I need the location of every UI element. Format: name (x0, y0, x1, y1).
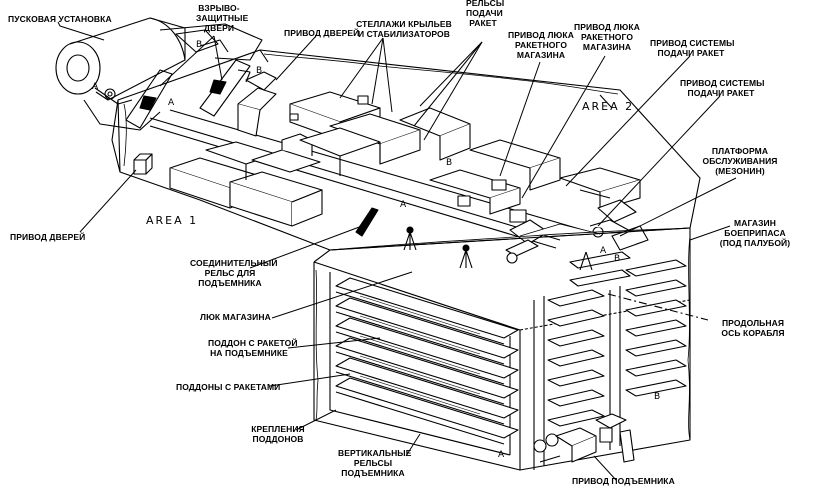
label-hatch-drive-2-line3: МАГАЗИНА (582, 42, 632, 52)
label-connecting-rail-line3: ПОДЪЕМНИКА (198, 278, 262, 288)
label-area-2: AREA 2 (582, 100, 635, 113)
label-centerline: ПРОДОЛЬНАЯ ОСЬ КОРАБЛЯ (718, 318, 788, 338)
label-door-drive-left: ПРИВОД ДВЕРЕЙ (10, 232, 86, 242)
connecting-rail-drawing (355, 207, 379, 237)
label-vertical-rails-line3: ПОДЪЕМНИКА (341, 468, 405, 478)
label-feed-drive-2: ПРИВОД СИСТЕМЫ ПОДАЧИ РАКЕТ (680, 78, 765, 98)
ship-centerline (607, 293, 709, 321)
launcher-drawing (55, 17, 263, 131)
label-blast-doors-line1: ВЗРЫВО- (198, 3, 240, 13)
label-hatch-drive-1: ПРИВОД ЛЮКА РАКЕТНОГО МАГАЗИНА (508, 30, 574, 60)
label-feed-drive-1: ПРИВОД СИСТЕМЫ ПОДАЧИ РАКЕТ (650, 38, 735, 58)
label-hatch-drive-1-line2: РАКЕТНОГО (514, 40, 568, 50)
label-platform: ПЛАТФОРМА ОБСЛУЖИВАНИЯ (МЕЗОНИН) (698, 146, 782, 176)
label-pallet-on-elevator-line1: ПОДДОН С РАКЕТОЙ (208, 338, 298, 348)
label-platform-line1: ПЛАТФОРМА (711, 146, 769, 156)
label-pallet-mounts: КРЕПЛЕНИЯ ПОДДОНОВ (250, 424, 306, 444)
label-launcher: ПУСКОВАЯ УСТАНОВКА (8, 14, 112, 24)
label-pallet-on-elevator: ПОДДОН С РАКЕТОЙ НА ПОДЪЕМНИКЕ (208, 338, 298, 358)
label-blast-doors: ВЗРЫВО- ЗАЩИТНЫЕ ДВЕРИ (196, 3, 249, 33)
label-hatch-drive-2: ПРИВОД ЛЮКА РАКЕТНОГО МАГАЗИНА (574, 22, 640, 52)
label-blast-doors-line3: ДВЕРИ (203, 23, 235, 33)
label-feed-drive-1-line2: ПОДАЧИ РАКЕТ (657, 48, 725, 58)
label-magazine-line3: (ПОД ПАЛУБОЙ) (719, 238, 791, 248)
marker-b-launcher: B (196, 40, 203, 50)
label-vertical-rails: ВЕРТИКАЛЬНЫЕ РЕЛЬСЫ ПОДЪЕМНИКА (338, 448, 412, 478)
magazine-box (313, 227, 691, 471)
label-pallet-mounts-line2: ПОДДОНОВ (252, 434, 304, 444)
label-hatch: ЛЮК МАГАЗИНА (200, 312, 271, 322)
missile-pallets-left (335, 277, 519, 445)
elevator-drive-drawing (533, 413, 635, 463)
label-racks: СТЕЛЛАЖИ КРЫЛЬЕВ И СТАБИЛИЗАТОРОВ (356, 19, 452, 39)
label-vertical-rails-line1: ВЕРТИКАЛЬНЫЕ (338, 448, 412, 458)
hatch-supports (403, 226, 593, 271)
label-pallet-mounts-line1: КРЕПЛЕНИЯ (251, 424, 305, 434)
label-hatch-drive-2-line2: РАКЕТНОГО (580, 32, 634, 42)
label-pallets: ПОДДОНЫ С РАКЕТАМИ (176, 382, 281, 392)
marker-a-deck: A (400, 200, 407, 210)
label-feed-rails-line2: ПОДАЧИ (466, 8, 503, 18)
marker-a-launcher: A (92, 82, 99, 92)
missile-pallets-right (547, 251, 687, 427)
label-blast-doors-line2: ЗАЩИТНЫЕ (196, 13, 249, 23)
label-vertical-rails-line2: РЕЛЬСЫ (353, 458, 393, 468)
label-feed-rails: РЕЛЬСЫ ПОДАЧИ РАКЕТ (466, 0, 505, 28)
label-feed-drive-2-line1: ПРИВОД СИСТЕМЫ (680, 78, 765, 88)
label-hatch-drive-1-line3: МАГАЗИНА (516, 50, 566, 60)
label-feed-rails-line1: РЕЛЬСЫ (466, 0, 505, 8)
area1-equipment (169, 133, 323, 227)
label-platform-line3: (МЕЗОНИН) (715, 166, 765, 176)
label-racks-line2: И СТАБИЛИЗАТОРОВ (357, 29, 451, 39)
upper-equipment (237, 71, 641, 223)
label-centerline-line2: ОСЬ КОРАБЛЯ (721, 328, 785, 338)
marker-b-platform: B (614, 254, 621, 264)
label-area-1: AREA 1 (146, 214, 199, 227)
label-platform-line2: ОБСЛУЖИВАНИЯ (702, 156, 778, 166)
label-connecting-rail-line2: РЕЛЬС ДЛЯ (204, 268, 256, 278)
label-door-drive-top: ПРИВОД ДВЕРЕЙ (284, 28, 360, 38)
label-elevator-drive: ПРИВОД ПОДЪЕМНИКА (572, 476, 675, 486)
label-racks-line1: СТЕЛЛАЖИ КРЫЛЬЕВ (356, 19, 452, 29)
label-magazine: МАГАЗИН БОЕПРИПАСА (ПОД ПАЛУБОЙ) (712, 218, 798, 248)
label-hatch-drive-1-line1: ПРИВОД ЛЮКА (508, 30, 574, 40)
marker-a-door: A (168, 98, 175, 108)
label-feed-drive-2-line2: ПОДАЧИ РАКЕТ (687, 88, 755, 98)
label-hatch-drive-2-line1: ПРИВОД ЛЮКА (574, 22, 640, 32)
label-magazine-line2: БОЕПРИПАСА (724, 228, 786, 238)
leader-lines (57, 21, 737, 481)
label-magazine-line1: МАГАЗИН (734, 218, 776, 228)
label-centerline-line1: ПРОДОЛЬНАЯ (721, 318, 785, 328)
marker-a-magazine: A (498, 450, 505, 460)
marker-a-platform: A (600, 246, 607, 256)
marker-b-deck: B (446, 158, 453, 168)
label-feed-drive-1-line1: ПРИВОД СИСТЕМЫ (650, 38, 735, 48)
label-feed-rails-line3: РАКЕТ (469, 18, 497, 28)
marker-b-door: B (256, 66, 263, 76)
label-connecting-rail-line1: СОЕДИНИТЕЛЬНЫЙ (190, 258, 278, 268)
label-connecting-rail: СОЕДИНИТЕЛЬНЫЙ РЕЛЬС ДЛЯ ПОДЪЕМНИКА (190, 258, 278, 288)
marker-b-magazine: B (654, 392, 661, 402)
label-pallet-on-elevator-line2: НА ПОДЪЕМНИКЕ (210, 348, 288, 358)
